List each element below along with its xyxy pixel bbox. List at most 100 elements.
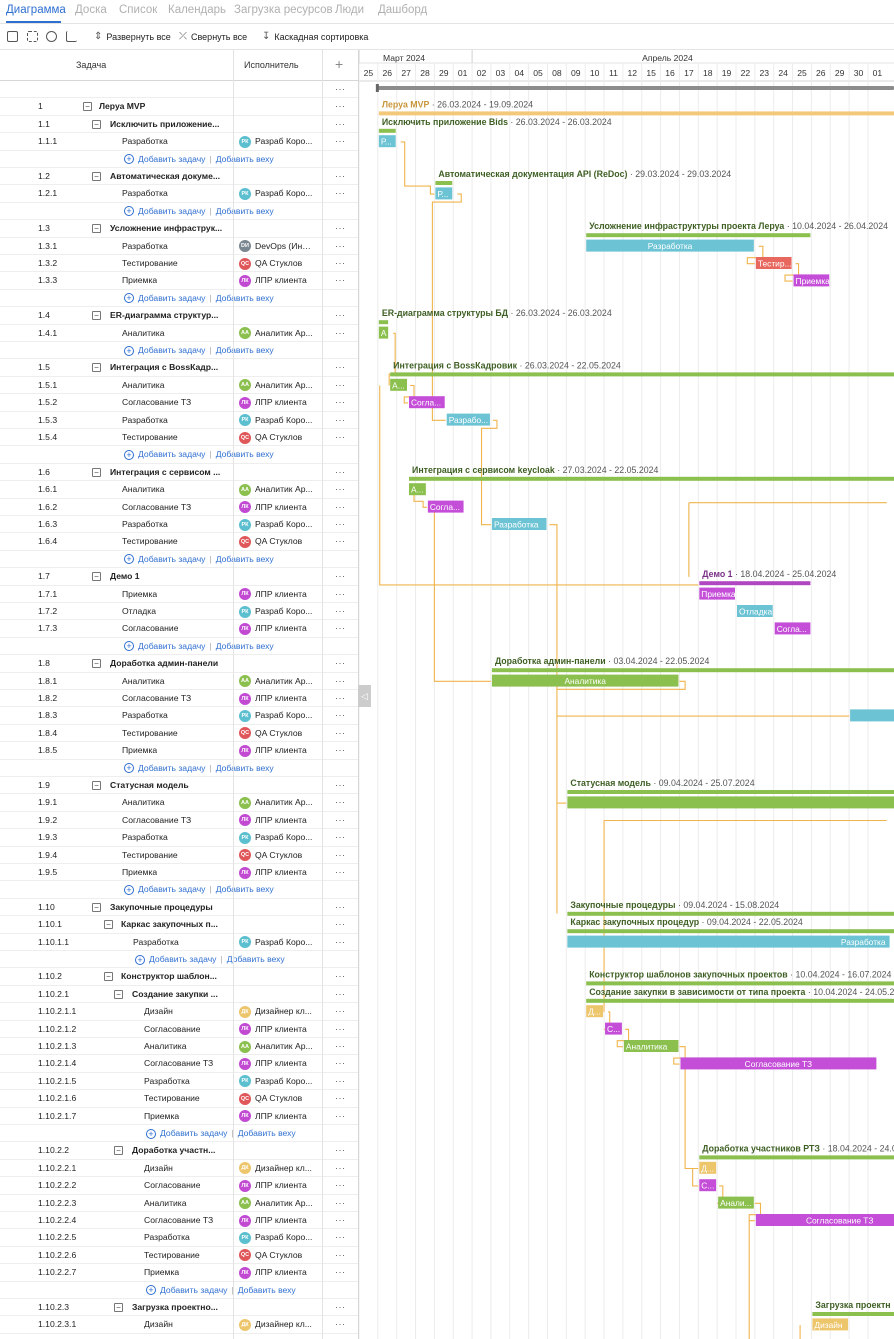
summary-bar[interactable] xyxy=(586,981,894,986)
add-row[interactable]: +Добавить задачу|Добавить веху xyxy=(0,638,358,656)
summary-bar[interactable] xyxy=(567,911,894,916)
collapse-toggle-icon[interactable]: − xyxy=(92,572,101,582)
task-name[interactable]: Согласование ТЗ xyxy=(122,693,192,703)
row-menu-icon[interactable]: ··· xyxy=(335,171,346,181)
task-bar[interactable] xyxy=(718,1196,754,1209)
task-name[interactable]: Закупочные процедуры xyxy=(110,901,213,912)
add-row[interactable]: +Добавить задачу|Добавить веху xyxy=(0,1125,358,1143)
tab-3[interactable]: Календарь xyxy=(168,4,227,16)
summary-bar[interactable] xyxy=(491,668,894,673)
row-menu-icon[interactable]: ··· xyxy=(335,675,346,686)
task-name[interactable]: Аналитика xyxy=(122,327,165,338)
task-name[interactable]: ER-диаграмма структур... xyxy=(110,310,219,321)
add-task-link[interactable]: Добавить задачу xyxy=(138,205,206,216)
row-menu-icon[interactable]: ··· xyxy=(335,240,346,251)
task-name[interactable]: Разработка xyxy=(133,936,179,947)
task-name[interactable]: Аналитика xyxy=(144,1041,187,1051)
add-row[interactable]: +Добавить задачу|Добавить веху xyxy=(0,881,358,899)
task-name[interactable]: Дизайн xyxy=(144,1319,173,1330)
summary-bar[interactable] xyxy=(390,372,894,377)
group-row[interactable]: 1.10.1−Каркас закупочных п...··· xyxy=(0,916,358,934)
task-name[interactable]: Усложнение инфраструк... xyxy=(110,223,223,234)
task-name[interactable]: Каркас закупочных п... xyxy=(121,919,218,930)
add-milestone-link[interactable]: Добавить веху xyxy=(215,292,274,303)
row-menu-icon[interactable]: ··· xyxy=(335,571,346,582)
column-header-assignee[interactable]: Исполнитель xyxy=(244,60,299,70)
task-name[interactable]: Приемка xyxy=(122,588,158,599)
row-menu-icon[interactable]: ··· xyxy=(335,745,346,756)
row-menu-icon[interactable]: ··· xyxy=(335,1232,346,1243)
expand-all-button[interactable]: ⇕Развернуть все xyxy=(94,31,171,42)
timeline-scroll-bar[interactable] xyxy=(377,86,894,90)
task-name[interactable]: Загрузка проектно... xyxy=(132,1302,218,1312)
task-name[interactable]: Согласование xyxy=(122,623,179,634)
row-menu-icon[interactable]: ··· xyxy=(335,814,346,825)
task-bar[interactable] xyxy=(567,796,894,809)
calendar-icon[interactable] xyxy=(27,31,38,42)
task-name[interactable]: Согласование xyxy=(144,1023,201,1034)
group-row[interactable]: 1.4−ER-диаграмма структур...··· xyxy=(0,307,358,325)
select-all-icon[interactable] xyxy=(7,31,18,42)
task-name[interactable]: Тестирование xyxy=(122,432,178,442)
add-milestone-link[interactable]: Добавить веху xyxy=(215,153,274,164)
task-name[interactable]: Согласование ТЗ xyxy=(122,814,192,825)
row-menu-icon[interactable]: ··· xyxy=(335,1058,346,1069)
task-name[interactable]: Исключить приложение... xyxy=(110,118,220,129)
summary-bar[interactable] xyxy=(378,128,396,133)
row-menu-icon[interactable]: ··· xyxy=(335,414,346,425)
row-menu-icon[interactable]: ··· xyxy=(335,727,346,738)
task-bar[interactable] xyxy=(699,1161,717,1174)
task-bar[interactable] xyxy=(605,1022,622,1035)
task-name[interactable]: Разработка xyxy=(122,188,168,199)
task-name[interactable]: Тестирование xyxy=(122,727,178,738)
row-menu-icon[interactable]: ··· xyxy=(335,310,346,321)
row-menu-icon[interactable]: ··· xyxy=(335,432,346,442)
task-bar[interactable] xyxy=(567,935,890,948)
task-name[interactable]: Демо 1 xyxy=(110,571,140,582)
task-name[interactable]: Тестирование xyxy=(122,849,178,860)
add-milestone-link[interactable]: Добавить веху xyxy=(237,1284,296,1295)
row-menu-icon[interactable]: ··· xyxy=(335,867,346,877)
add-row[interactable]: +Добавить задачу|Добавить веху xyxy=(0,290,358,308)
row-menu-icon[interactable]: ··· xyxy=(335,397,346,408)
group-row[interactable]: 1.10.2−Конструктор шаблон...··· xyxy=(0,968,358,986)
tab-6[interactable]: Дашборд xyxy=(378,4,428,16)
group-row[interactable]: 1.10−Закупочные процедуры··· xyxy=(0,899,358,917)
task-bar[interactable] xyxy=(491,518,547,530)
row-menu-icon[interactable]: ··· xyxy=(335,258,346,268)
row-menu-icon[interactable]: ··· xyxy=(335,1319,346,1330)
summary-bar[interactable] xyxy=(699,1155,894,1160)
tab-2[interactable]: Список xyxy=(119,4,158,16)
add-milestone-link[interactable]: Добавить веху xyxy=(215,205,274,216)
task-name[interactable]: Леруа MVP xyxy=(99,101,146,112)
row-menu-icon[interactable]: ··· xyxy=(335,84,346,94)
task-name[interactable]: Разработка xyxy=(144,1075,190,1086)
add-task-link[interactable]: Добавить задачу xyxy=(138,292,206,303)
summary-bar[interactable] xyxy=(409,476,894,481)
add-column-icon[interactable]: + xyxy=(335,56,344,72)
task-bar[interactable] xyxy=(378,326,389,339)
row-menu-icon[interactable]: ··· xyxy=(335,971,346,982)
